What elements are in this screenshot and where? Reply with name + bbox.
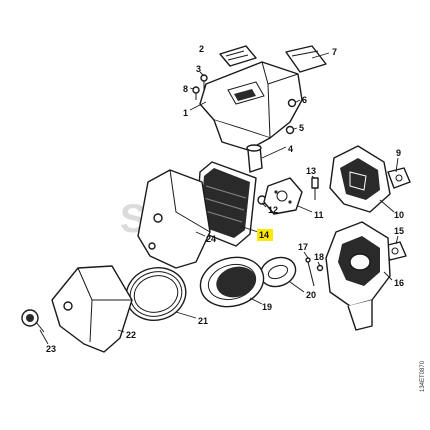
callout-16[interactable]: 16 (394, 278, 404, 288)
part-8-screw[interactable] (192, 86, 200, 100)
callout-11[interactable]: 11 (314, 210, 324, 220)
callout-8[interactable]: 8 (183, 84, 188, 94)
drawing-code: 134ET0870 (420, 360, 426, 392)
callout-4[interactable]: 4 (288, 144, 293, 154)
callout-13[interactable]: 13 (306, 166, 316, 176)
callout-6[interactable]: 6 (302, 95, 307, 105)
callout-18[interactable]: 18 (314, 252, 324, 262)
part-17-pin[interactable] (305, 257, 315, 287)
callout-23[interactable]: 23 (46, 344, 56, 354)
callout-14[interactable]: 14 (259, 230, 269, 240)
callout-10[interactable]: 10 (394, 210, 404, 220)
part-24-filter-cover[interactable] (137, 169, 211, 269)
part-16-manifold[interactable] (325, 221, 391, 331)
callout-19[interactable]: 19 (262, 302, 272, 312)
part-9-gasket[interactable] (387, 167, 411, 189)
callout-1[interactable]: 1 (183, 108, 188, 118)
callout-14-highlight (257, 229, 273, 241)
part-2-plate[interactable] (219, 45, 257, 67)
callout-20[interactable]: 20 (306, 290, 316, 300)
callout-17[interactable]: 17 (298, 242, 308, 252)
part-7-clip[interactable] (285, 45, 327, 73)
callout-9[interactable]: 9 (396, 148, 401, 158)
part-1-top-cover[interactable] (199, 61, 303, 151)
part-23-knob[interactable] (21, 309, 45, 333)
part-19-filter-element[interactable] (195, 251, 269, 314)
callout-3[interactable]: 3 (196, 64, 201, 74)
part-21-filter-frame[interactable] (120, 261, 191, 327)
part-3-screw[interactable] (200, 74, 208, 90)
part-10-carburetor[interactable] (329, 145, 391, 213)
callout-21[interactable]: 21 (198, 316, 208, 326)
part-6-screw[interactable] (287, 98, 297, 108)
callout-15[interactable]: 15 (394, 226, 404, 236)
part-11-filter-mount[interactable] (263, 177, 303, 215)
part-18-screw[interactable] (316, 264, 324, 272)
callout-22[interactable]: 22 (126, 330, 136, 340)
leader-lines (39, 52, 399, 345)
part-13-bolt[interactable] (311, 177, 319, 200)
callout-7[interactable]: 7 (332, 47, 337, 57)
part-20-seal[interactable] (256, 253, 299, 292)
part-22-outer-cover[interactable] (51, 265, 133, 353)
part-5-screw[interactable] (285, 125, 295, 135)
callout-5[interactable]: 5 (299, 123, 304, 133)
callout-12[interactable]: 12 (268, 205, 278, 215)
part-4-knob[interactable] (246, 144, 263, 173)
callout-labels: 1 2 3 4 5 6 7 8 9 10 11 12 13 14 15 16 1… (46, 44, 404, 354)
callout-24[interactable]: 24 (206, 234, 216, 244)
callout-2[interactable]: 2 (199, 44, 204, 54)
